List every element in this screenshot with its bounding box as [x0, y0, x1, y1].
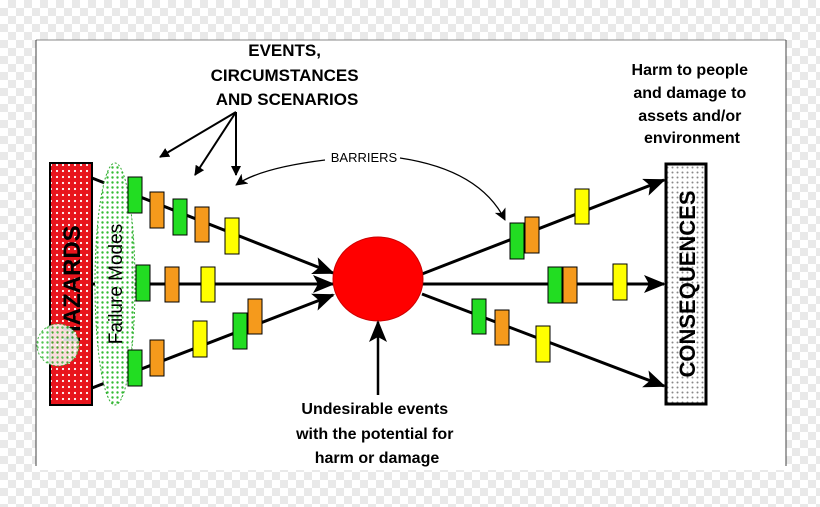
failure-modes-ellipse [94, 162, 136, 406]
top-event-circle [332, 236, 424, 322]
barrier-green [471, 298, 487, 335]
barrier-orange [164, 266, 180, 303]
barrier-yellow [224, 217, 240, 255]
barrier-orange [247, 298, 263, 335]
barrier-yellow [612, 263, 628, 301]
barrier-yellow [574, 188, 590, 225]
barrier-green [172, 198, 188, 236]
barrier-green [127, 176, 143, 214]
right-barriers [471, 188, 628, 363]
barrier-yellow [200, 266, 216, 303]
barrier-orange [494, 309, 510, 346]
event-arrows [159, 111, 241, 176]
barrier-yellow [192, 320, 208, 358]
barrier-callouts [235, 157, 506, 221]
barrier-orange [562, 266, 578, 304]
harm-label: Harm to people and damage to assets and/… [632, 62, 753, 147]
barrier-green [509, 222, 525, 260]
consequences-label: CONSEQUENCES [675, 190, 700, 377]
events-label: EVENTS, CIRCUMSTANCES AND SCENARIOS [211, 41, 364, 109]
undesirable-label: Undesirable events with the potential fo… [295, 401, 458, 467]
failure-modes-label: Failure Modes [106, 224, 127, 344]
barrier-green [127, 349, 143, 387]
barrier-orange [524, 216, 540, 254]
barrier-yellow [535, 325, 551, 363]
barrier-orange [149, 191, 165, 229]
barriers-label: BARRIERS [331, 150, 398, 165]
hazards-label: HAZARDS [59, 225, 86, 342]
barrier-green [135, 264, 151, 302]
left-barriers [127, 176, 263, 387]
barrier-orange [194, 206, 210, 243]
barrier-green [232, 312, 248, 350]
consequences-box [664, 162, 708, 406]
overlap-circle [36, 323, 80, 367]
barrier-orange [149, 339, 165, 377]
barrier-green [547, 266, 563, 304]
